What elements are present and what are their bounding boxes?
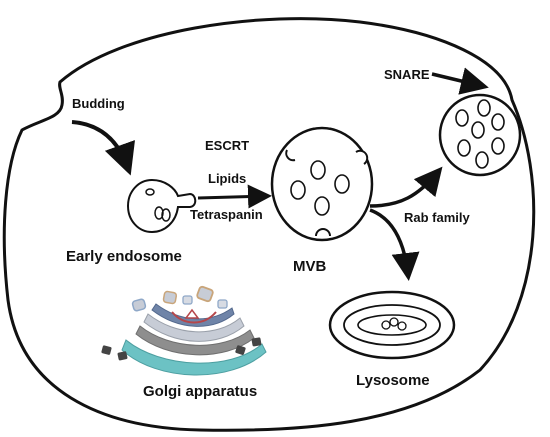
mvb-to-plasma-membrane-arrow bbox=[369, 166, 443, 208]
vesicle bbox=[457, 139, 471, 157]
vesicle bbox=[455, 109, 469, 127]
vesicle bbox=[477, 99, 491, 117]
vesicle bbox=[389, 317, 399, 327]
cell-membrane bbox=[2, 17, 536, 432]
vesicle bbox=[471, 121, 485, 139]
budding-label: Budding bbox=[72, 96, 125, 111]
snare-label: SNARE bbox=[384, 67, 430, 82]
mvb-label: MVB bbox=[293, 258, 327, 275]
escrt-label: ESCRT bbox=[205, 138, 249, 153]
golgi-apparatus bbox=[101, 285, 267, 376]
vesicle bbox=[161, 208, 171, 222]
golgi-vesicle bbox=[162, 290, 178, 305]
lysosome-label: Lysosome bbox=[356, 372, 430, 389]
vesicle bbox=[475, 151, 489, 169]
vesicle bbox=[290, 180, 306, 200]
vesicle bbox=[491, 113, 505, 131]
rab-family-label: Rab family bbox=[404, 210, 471, 225]
golgi-vesicle bbox=[182, 295, 193, 305]
granule bbox=[117, 351, 128, 361]
early-endosome-label: Early endosome bbox=[66, 248, 182, 265]
lipids-label: Lipids bbox=[208, 171, 246, 186]
vesicle bbox=[154, 206, 164, 220]
fusing-mvb bbox=[438, 93, 522, 177]
endosome-to-mvb-arrow bbox=[197, 184, 272, 209]
vesicle bbox=[381, 320, 391, 330]
granule bbox=[235, 345, 246, 355]
golgi-vesicle bbox=[184, 308, 200, 319]
vesicle bbox=[491, 137, 505, 155]
lysosome bbox=[328, 290, 456, 360]
golgi-vesicle bbox=[196, 285, 214, 303]
vesicle bbox=[397, 321, 407, 331]
mvb-notch bbox=[285, 149, 296, 162]
early-endosome bbox=[126, 178, 197, 234]
budding-arrow bbox=[71, 120, 135, 176]
golgi-label: Golgi apparatus bbox=[143, 383, 257, 400]
vesicle bbox=[145, 188, 155, 196]
granule bbox=[251, 337, 262, 347]
tetraspanin-label: Tetraspanin bbox=[190, 207, 263, 222]
golgi-vesicle bbox=[131, 298, 147, 312]
mvb-notch bbox=[355, 149, 369, 165]
snare-arrow bbox=[431, 67, 489, 95]
mvb-to-lysosome-arrow bbox=[369, 208, 420, 281]
vesicle bbox=[334, 174, 350, 194]
golgi-vesicle bbox=[217, 299, 228, 309]
mvb bbox=[270, 126, 374, 242]
vesicle bbox=[314, 196, 330, 216]
mvb-notch bbox=[315, 228, 331, 237]
granule bbox=[101, 345, 112, 355]
vesicle bbox=[310, 160, 326, 180]
